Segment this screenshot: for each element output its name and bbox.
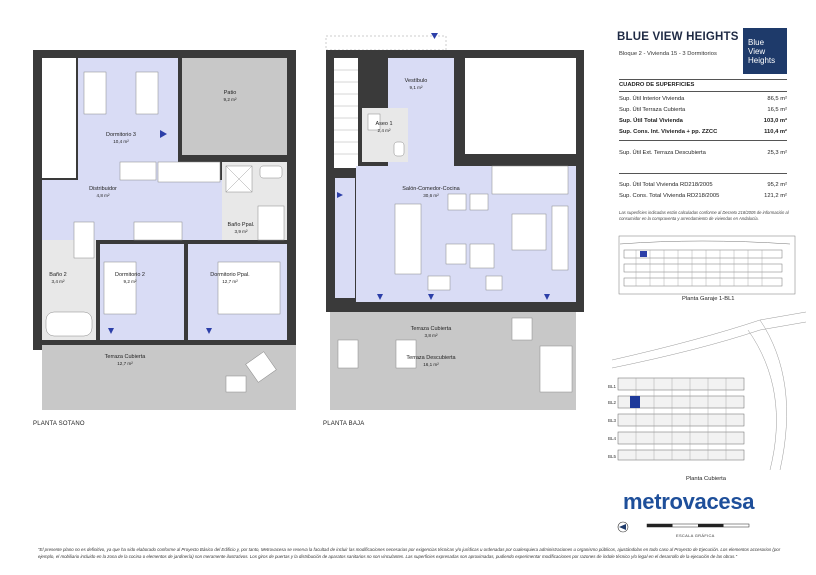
room-area: 9,1 m² [409,85,422,90]
plan-baja: Vestíbulo 9,1 m² Aseo 1 2,4 m² Salón-Com… [325,33,584,410]
block-label: BL3 [608,418,617,423]
key-plan-site: BL1 BL2 BL3 BL4 BL5 [608,311,807,471]
room-area: 4,8 m² [96,193,109,198]
unit-subtitle: Bloque 2 - Vivienda 15 - 3 Dormitorios [619,51,717,57]
plan-sotano: Patio 9,2 m² Dormitorio 3 10,4 m² Distri… [33,50,296,410]
bathtub [45,311,93,337]
block-label: BL5 [608,454,617,459]
plan-title-sotano: PLANTA SOTANO [33,421,85,427]
room-name: Dormitorio 3 [106,132,136,138]
unit-highlight [630,396,640,408]
legal-disclaimer: "El presente plano no es definitivo, ya … [38,547,781,559]
staircase [334,58,358,168]
entrance-marker [431,33,438,39]
logo-word: View [748,47,766,56]
surfaces-heading: CUADRO DE SUPERFICIES [619,82,695,88]
entrance-marker [428,294,434,300]
block-label: BL2 [608,400,617,405]
project-title: BLUE VIEW HEIGHTS [617,31,739,43]
entrance-marker [108,328,114,334]
light-well [42,58,76,178]
room-area: 10,4 m² [113,139,129,144]
wardrobe [157,161,221,183]
room-name: Salón-Comedor-Cocina [402,186,460,192]
upper-outline [325,35,447,51]
room-name: Dormitorio 2 [115,272,145,278]
bed [83,71,107,115]
room-area: 9,2 m² [223,97,236,102]
project-logo: Blue View Heights [743,28,787,74]
coffee-table [511,213,547,251]
entrance-marker [377,294,383,300]
armchair [469,243,495,269]
bed [135,71,159,115]
terraza-cubierta-sotano [42,345,296,410]
garage-plan-caption: Planta Garaje 1-BL1 [682,296,735,302]
entrance-marker [206,328,212,334]
room-area: 30,6 m² [423,193,439,198]
room-name: Baño 2 [49,272,66,278]
bed [103,261,137,315]
room-area: 16,1 m² [423,362,439,367]
entrance-marker [337,192,343,198]
room-area: 3,9 m² [234,229,247,234]
room-name: Distribuidor [89,186,117,192]
surfaces-note: Las superficies indicadas están calculad… [619,210,789,221]
room-area: 9,2 m² [123,279,136,284]
roof-plan-caption: Planta Cubierta [686,476,726,482]
room-name: Vestíbulo [405,78,428,84]
block-label: BL4 [608,436,617,441]
garage-highlight [640,251,647,257]
dining-table [394,203,422,275]
north-compass-icon [617,521,629,533]
bed [217,261,281,315]
logo-word: Heights [748,56,776,65]
logo-word: Blue [748,38,765,47]
wardrobe [119,161,157,181]
brand-logo: metrovacesa [623,489,755,514]
room-name: Patio [224,90,237,96]
room-name: Dormitorio Ppal. [210,272,250,278]
room-name: Terraza Cubierta [411,326,453,332]
room-area: 3,8 m² [424,333,437,338]
room-area: 2,4 m² [377,128,390,133]
upper-void [465,58,576,154]
scale-bar [646,523,750,528]
room-name: Baño Ppal. [228,222,255,228]
room-area: 12,7 m² [222,279,238,284]
room-name: Aseo 1 [375,121,392,127]
entrance-marker [160,130,167,138]
room-name: Terraza Cubierta [105,354,147,360]
patio-area [182,58,287,155]
room-area: 12,7 m² [117,361,133,366]
armchair [445,243,467,265]
key-plan-garage [618,235,796,295]
sofa [551,205,569,271]
entrance-marker [544,294,550,300]
plan-title-baja: PLANTA BAJA [323,421,365,427]
block-label: BL1 [608,384,617,389]
room-name: Terraza Descubierta [406,355,456,361]
scale-label: ESCALA GRÁFICA [676,533,715,538]
terraza-baja [330,312,576,410]
room-area: 3,4 m² [51,279,64,284]
kitchen-counter [491,165,569,195]
